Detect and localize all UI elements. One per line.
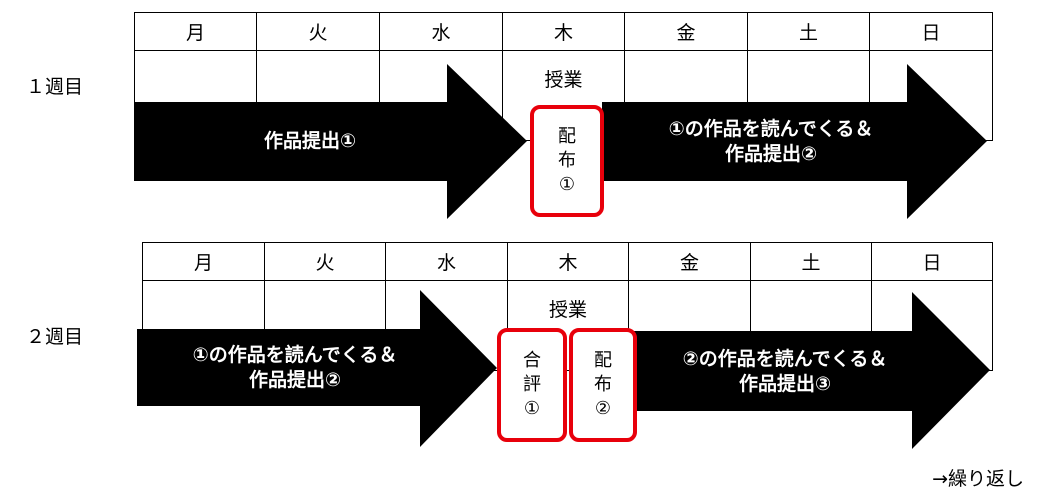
week-2-arrow-1 [137, 290, 497, 447]
class-label: 授業 [548, 299, 587, 321]
week-1-calendar: 月 火 水 木 金 土 日 授業 [134, 12, 993, 141]
week-1-arrow-1 [134, 64, 527, 219]
class-label: 授業 [544, 69, 583, 91]
week-2-distribution-box-2: 配 布 ② [569, 328, 637, 442]
box-text-line: 配 [594, 350, 612, 371]
box-text-line: ① [558, 174, 576, 195]
week-2-arrow-1-text: ①の作品を読んでくる＆ 作品提出② [150, 343, 440, 393]
day-header-wed: 水 [385, 242, 508, 281]
arrow-text-line: 作品提出③ [738, 373, 832, 395]
week-1-distribution-box-1: 配 布 ① [530, 105, 604, 217]
box-text-line: ① [523, 398, 541, 419]
day-header-sat: 土 [747, 12, 870, 51]
box-text-line: 配 [558, 126, 576, 147]
week-2-arrow-2 [626, 292, 990, 449]
box-text-line: 合 [523, 350, 541, 371]
day-header-mon: 月 [134, 12, 257, 51]
arrow-text-line: ②の作品を読んでくる＆ [682, 348, 888, 370]
week-1-arrow-1-text: 作品提出① [220, 129, 400, 154]
arrow-text-line: 作品提出① [263, 130, 357, 152]
arrow-text-line: 作品提出② [724, 143, 818, 165]
week-2-arrow-2-text: ②の作品を読んでくる＆ 作品提出③ [640, 347, 930, 397]
day-header-sun: 日 [871, 242, 993, 281]
day-header-sun: 日 [869, 12, 993, 51]
week-1-label: １週目 [26, 76, 84, 98]
day-header-mon: 月 [142, 242, 265, 281]
day-header-fri: 金 [624, 12, 748, 51]
arrow-text-line: ①の作品を読んでくる＆ [668, 118, 874, 140]
arrow-text-line: 作品提出② [248, 369, 342, 391]
day-header-thu: 木 [502, 12, 625, 51]
box-text-line: ② [594, 398, 612, 419]
week-2-review-box-1: 合 評 ① [497, 328, 567, 442]
week-1-arrow-2-text: ①の作品を読んでくる＆ 作品提出② [626, 117, 916, 167]
box-text-line: 評 [523, 374, 541, 395]
box-text-line: 布 [558, 150, 576, 171]
week-2-label: ２週目 [26, 326, 84, 348]
repeat-note: →繰り返し [932, 468, 1024, 490]
arrow-text-line: ①の作品を読んでくる＆ [192, 344, 398, 366]
week-1-arrow-2 [602, 64, 987, 219]
box-text-line: 布 [594, 374, 612, 395]
